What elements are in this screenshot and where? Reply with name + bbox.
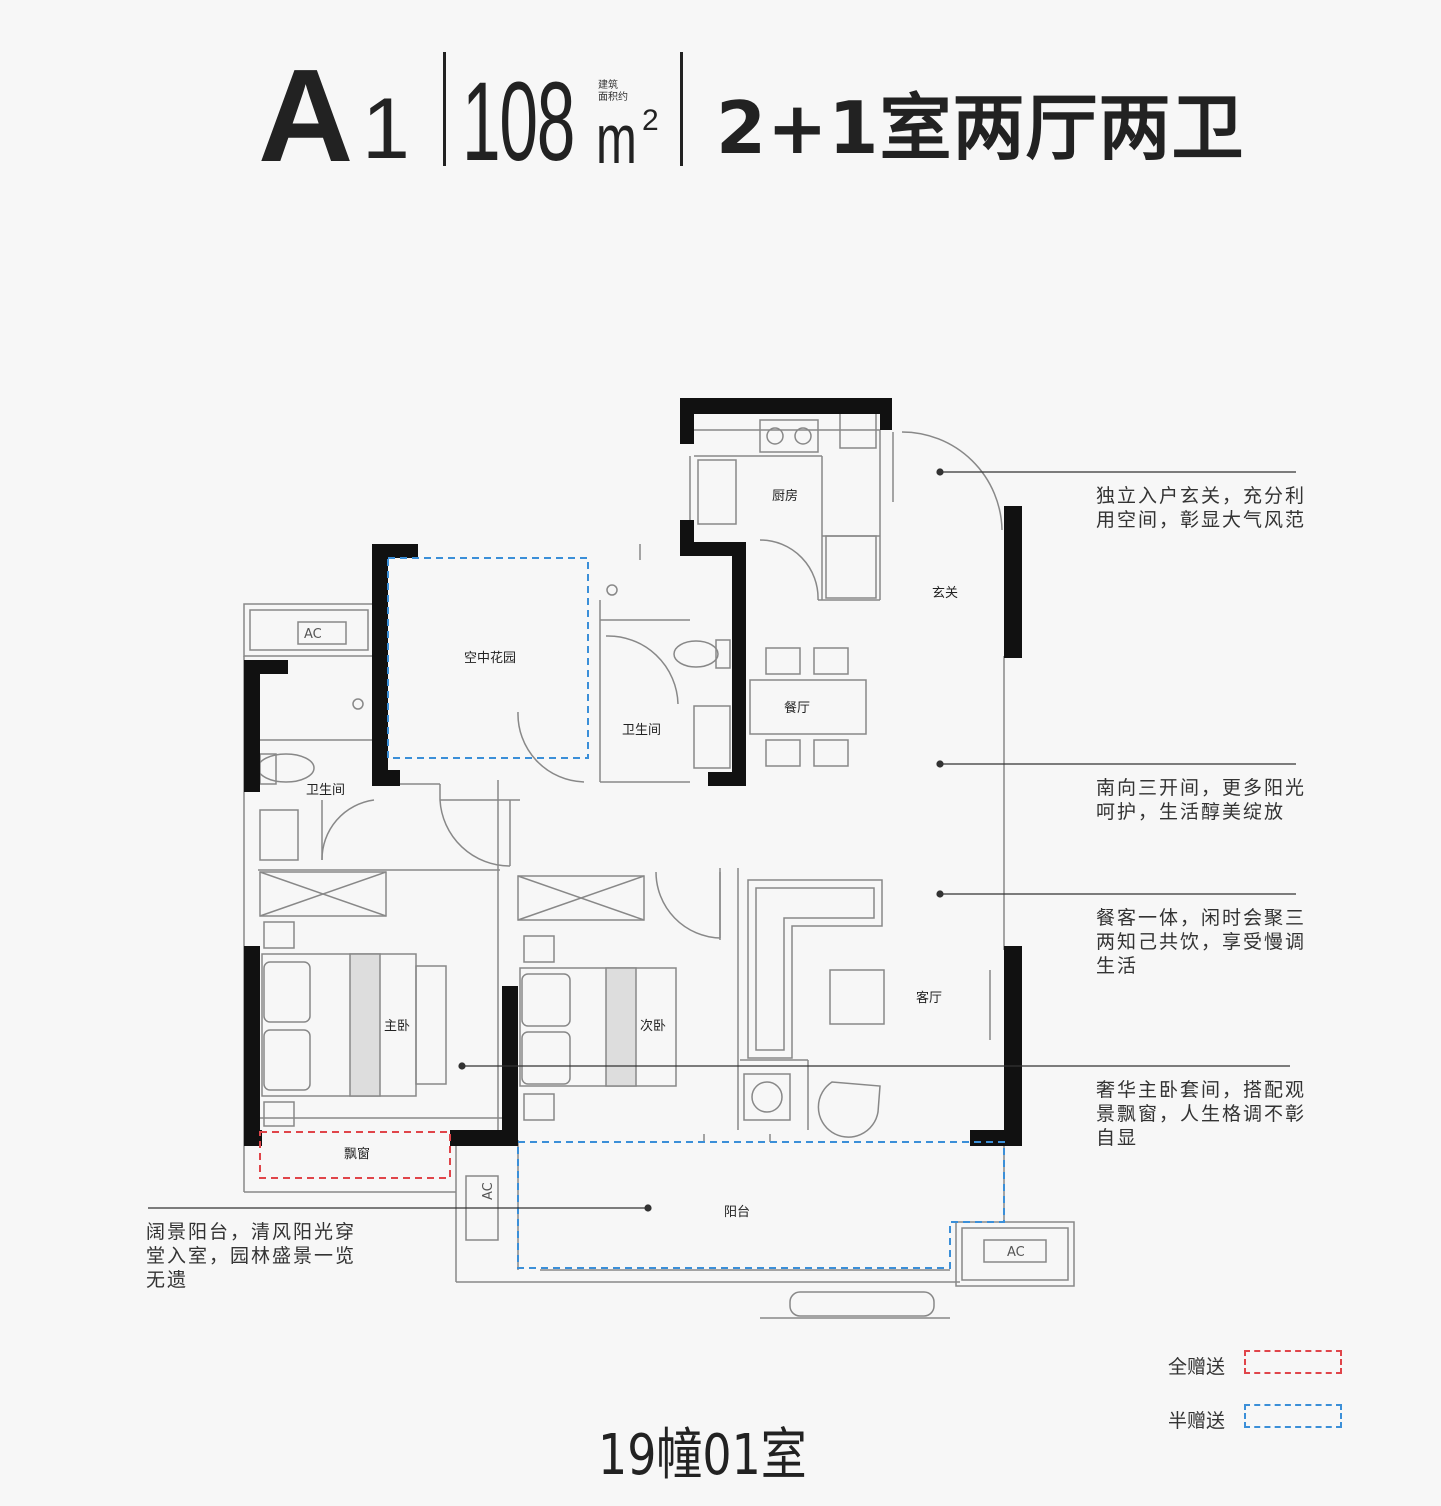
callout-master-suite: 奢华主卧套间，搭配观景飘窗，人生格调不彰自显 (1096, 1079, 1307, 1149)
callout-dining-living: 餐客一体，闲时会聚三两知己共饮，享受慢调生活 (1096, 907, 1307, 977)
header-divider-1 (443, 52, 446, 166)
label-ac-1: AC (304, 627, 322, 642)
bay-window-full-gift-outline (259, 1131, 451, 1179)
label-foyer: 玄关 (932, 586, 958, 601)
area-note-line1: 建筑 (598, 80, 618, 91)
label-sky-garden: 空中花园 (464, 650, 516, 666)
header-divider-2 (680, 52, 683, 166)
legend-full-gift-swatch (1244, 1350, 1342, 1374)
room-number: 19幢01室 (598, 1423, 807, 1488)
room-labels: 厨房 玄关 空中花园 卫生间 卫生间 餐厅 客厅 主卧 次卧 飘窗 阳台 AC … (304, 488, 1025, 1260)
unit-type-number: 1 (362, 81, 410, 177)
label-bathroom-a: 卫生间 (622, 723, 661, 738)
label-living: 客厅 (916, 990, 942, 1006)
label-ac-3: AC (481, 1182, 496, 1200)
label-dining: 餐厅 (784, 700, 810, 716)
unit-type-letter: A (258, 42, 353, 189)
label-bay-window: 飘窗 (344, 1146, 370, 1162)
area-value: 108 (462, 59, 575, 184)
balcony-half-gift-outline (517, 1141, 1005, 1269)
label-second-bedroom: 次卧 (640, 1018, 666, 1034)
legend-full-gift-label: 全赠送 (1168, 1356, 1226, 1378)
callout-leaders (148, 468, 1296, 1212)
area-unit-superscript: 2 (642, 104, 659, 137)
label-ac-2: AC (1007, 1245, 1025, 1260)
bearing-walls (244, 398, 1022, 1146)
legend-half-gift-swatch (1244, 1404, 1342, 1428)
callout-balcony: 阔景阳台，清风阳光穿堂入室，园林盛景一览无遗 (146, 1221, 357, 1291)
area-unit: m (596, 100, 637, 178)
label-master-bedroom: 主卧 (384, 1019, 410, 1034)
thin-walls (243, 411, 1075, 1319)
callout-south-facing: 南向三开间，更多阳光呵护，生活醇美绽放 (1096, 777, 1307, 823)
label-kitchen: 厨房 (772, 488, 798, 504)
sky-garden-half-gift-outline (387, 557, 589, 759)
layout-title: 2+1室两厅两卫 (716, 86, 1245, 170)
callout-foyer: 独立入户玄关，充分利用空间，彰显大气风范 (1096, 485, 1307, 531)
label-balcony: 阳台 (724, 1205, 750, 1220)
area-note-line2: 面积约 (598, 92, 628, 103)
label-bathroom-b: 卫生间 (306, 783, 345, 798)
gift-outlines (259, 557, 1005, 1269)
legend-half-gift-label: 半赠送 (1168, 1410, 1226, 1432)
